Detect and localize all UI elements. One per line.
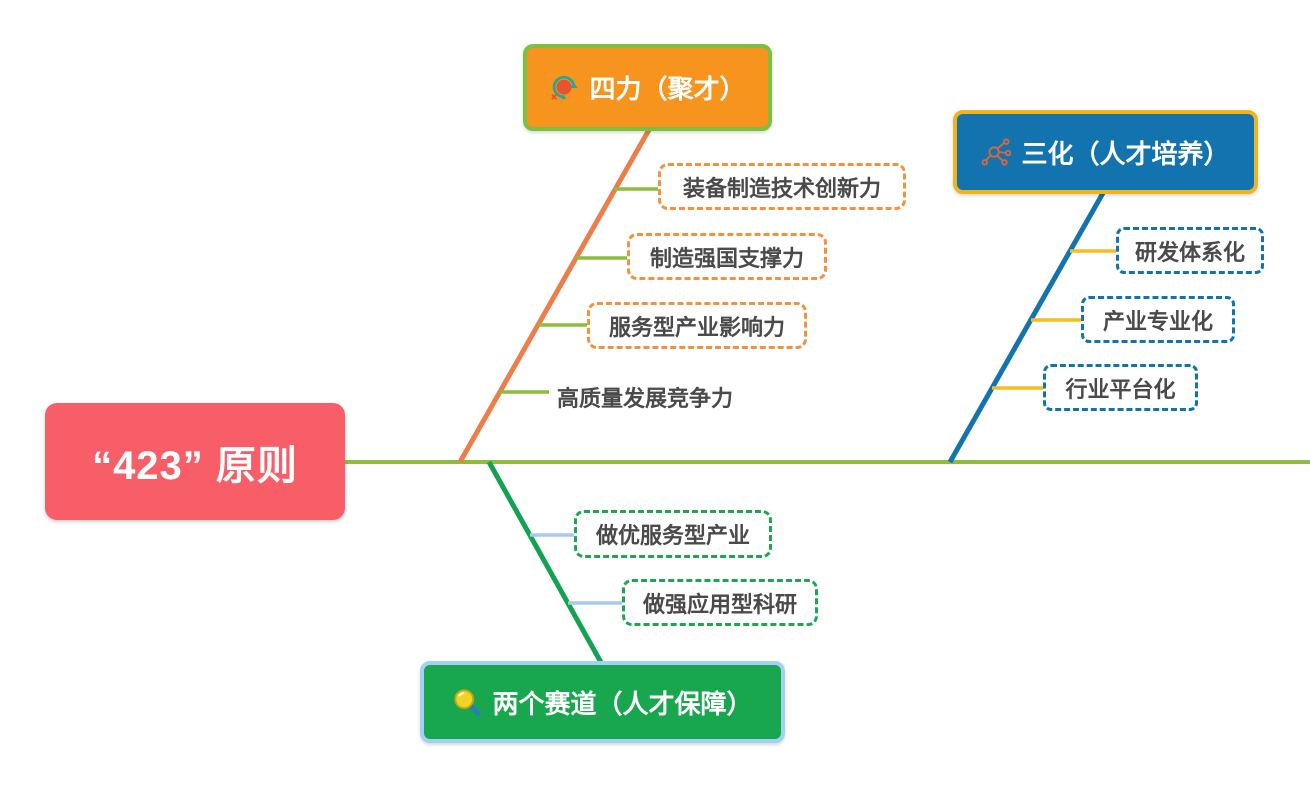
child-node-industry-specialization[interactable]: 产业专业化 (1081, 296, 1235, 343)
child-label: 制造强国支撑力 (649, 245, 804, 271)
child-label: 做优服务型产业 (595, 523, 750, 548)
branch-node-four-forces[interactable]: 四力（聚才） (523, 44, 772, 131)
child-label: 做强应用型科研 (642, 591, 797, 617)
child-label: 行业平台化 (1065, 376, 1176, 402)
branch-line-three-izations (947, 191, 1106, 464)
sync-icon (549, 73, 579, 103)
branch-node-three-izations[interactable]: 三化（人才培养） (953, 110, 1258, 194)
child-label: 高质量发展竞争力 (557, 386, 734, 411)
network-icon (981, 137, 1012, 167)
child-node-strengthen-applied-research[interactable]: 做强应用型科研 (622, 579, 818, 626)
child-label: 研发体系化 (1134, 239, 1245, 265)
child-label: 服务型产业影响力 (608, 314, 785, 340)
branch-label: 三化（人才培养） (1021, 138, 1230, 169)
branch-label: 两个赛道（人才保障） (492, 688, 753, 719)
root-node-label: “423” 原则 (92, 443, 298, 488)
magnifier-icon (452, 687, 482, 717)
branch-node-two-tracks[interactable]: 两个赛道（人才保障） (420, 661, 785, 743)
child-node-industry-platformization[interactable]: 行业平台化 (1043, 364, 1198, 411)
child-node-equipment-manufacturing-innovation[interactable]: 装备制造技术创新力 (658, 163, 906, 210)
child-label: 产业专业化 (1102, 308, 1213, 334)
child-label: 装备制造技术创新力 (682, 175, 881, 201)
child-node-manufacturing-power-support[interactable]: 制造强国支撑力 (627, 233, 827, 280)
branch-line-four-forces (457, 126, 653, 464)
branch-label: 四力（聚才） (589, 74, 746, 104)
child-node-optimize-service-industry[interactable]: 做优服务型产业 (574, 510, 772, 558)
root-node[interactable]: “423” 原则 (45, 403, 345, 520)
child-node-high-quality-competitiveness[interactable]: 高质量发展竞争力 (557, 381, 733, 413)
child-node-service-industry-influence[interactable]: 服务型产业影响力 (587, 302, 807, 349)
child-node-rd-systematization[interactable]: 研发体系化 (1116, 227, 1264, 274)
branch-line-two-tracks (486, 460, 606, 668)
